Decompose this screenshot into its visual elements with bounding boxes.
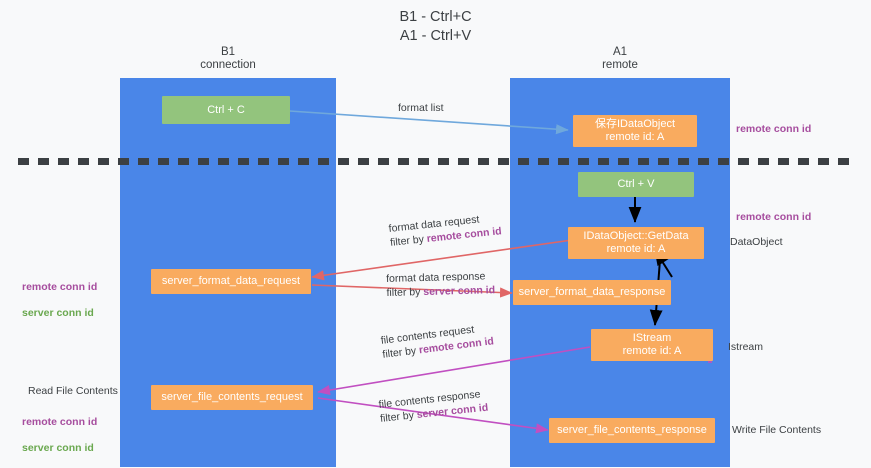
annotation-server-conn-id: server conn id — [22, 442, 94, 454]
edge-file-contents-request — [317, 346, 591, 396]
annotation-remote-conn-id: remote conn id — [22, 281, 98, 293]
annotation-remote-conn-id-mid: remote conn id — [736, 211, 812, 223]
edge-label-server-conn-id: server conn id — [423, 284, 496, 299]
edge-format-data-request — [311, 239, 573, 281]
annotation-istream: Istream — [728, 341, 764, 353]
node-server-file-contents-response[interactable]: server_file_contents_response — [549, 418, 715, 443]
page-title: B1 - Ctrl+C A1 - Ctrl+V — [399, 9, 472, 44]
annotation-remote-conn-id-top: remote conn id — [736, 123, 812, 135]
annotation-conn-ids-bottom: remote conn id server conn id — [22, 403, 97, 468]
lane-header-b1: B1 connection — [200, 46, 256, 71]
edge-label-format-data-response: format data response filter by server co… — [386, 269, 495, 300]
node-istream[interactable]: IStream remote id: A — [591, 329, 713, 361]
node-store-idataobject[interactable]: 保存IDataObject remote id: A — [573, 115, 697, 147]
edge-format-data-response — [311, 284, 513, 298]
edge-format-list — [274, 109, 569, 135]
edge-file-contents-response — [317, 397, 549, 434]
node-server-format-data-request[interactable]: server_format_data_request — [151, 269, 311, 294]
annotation-dataobject: DataObject — [730, 236, 783, 248]
node-server-file-contents-request[interactable]: server_file_contents_request — [151, 385, 313, 410]
edge-label-line2: filter by server conn id — [386, 284, 496, 299]
edge-label-format-list: format list — [398, 102, 444, 114]
annotation-read-file-contents: Read File Contents — [28, 385, 118, 397]
node-ctrl-v[interactable]: Ctrl + V — [578, 172, 694, 197]
annotation-server-conn-id: server conn id — [22, 307, 94, 319]
annotation-remote-conn-id: remote conn id — [22, 416, 98, 428]
node-ctrl-c[interactable]: Ctrl + C — [162, 96, 290, 124]
annotation-write-file-contents: Write File Contents — [732, 424, 822, 436]
node-server-format-data-response[interactable]: server_format_data_response — [513, 280, 671, 305]
node-idataobject-getdata[interactable]: IDataObject::GetData remote id: A — [568, 227, 704, 259]
annotation-conn-ids-mid: remote conn id server conn id — [22, 268, 97, 333]
lane-header-a1: A1 remote — [602, 46, 638, 71]
section-divider — [18, 158, 853, 165]
